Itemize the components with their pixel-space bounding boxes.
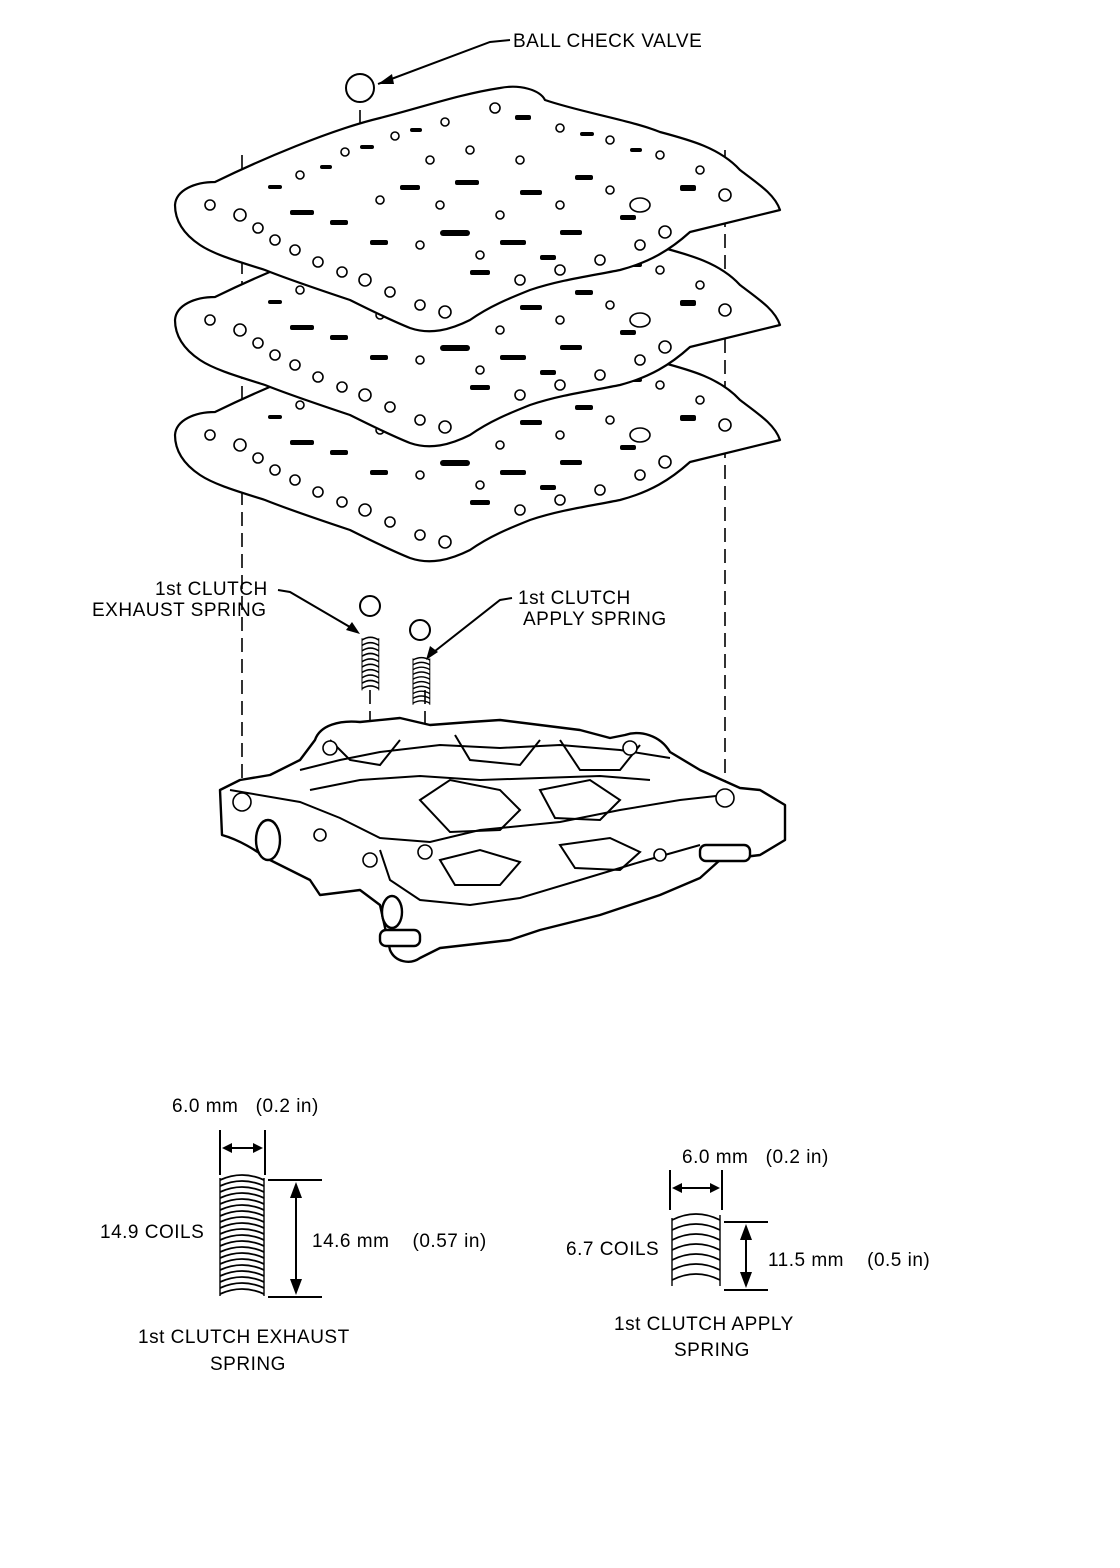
apply-spring-length: 11.5 mm (0.5 in) <box>768 1250 930 1271</box>
exhaust-spring-coils: 14.9 COILS <box>100 1222 204 1243</box>
apply-spring-diameter: 6.0 mm (0.2 in) <box>682 1147 829 1168</box>
ball-check-valve <box>345 39 511 103</box>
apply-spring-spec <box>669 1170 768 1291</box>
exhaust-spring-caption-line2: SPRING <box>210 1354 286 1375</box>
exhaust-spring-spec <box>219 1130 322 1298</box>
apply-spring-coil-drawing <box>671 1213 721 1286</box>
ball-check-valve-label: BALL CHECK VALVE <box>513 31 702 52</box>
apply-spring-caption-line2: SPRING <box>674 1340 750 1361</box>
exhaust-spring-diameter: 6.0 mm (0.2 in) <box>172 1096 319 1117</box>
apply-spring-coils: 6.7 COILS <box>566 1239 659 1260</box>
apply-spring-label-line2: APPLY SPRING <box>523 609 667 630</box>
exhaust-spring-assembly <box>277 589 381 692</box>
apply-spring-label-line1: 1st CLUTCH <box>518 588 631 609</box>
exhaust-spring-label-line1: 1st CLUTCH <box>155 579 268 600</box>
apply-spring-caption-line1: 1st CLUTCH APPLY <box>614 1314 794 1335</box>
exhaust-spring-caption-line1: 1st CLUTCH EXHAUST <box>138 1327 350 1348</box>
exhaust-spring-label-line2: EXHAUST SPRING <box>92 600 267 621</box>
exhaust-spring-length: 14.6 mm (0.57 in) <box>312 1231 487 1252</box>
valve-body <box>218 716 787 963</box>
exhaust-spring-coil-drawing <box>219 1174 265 1296</box>
apply-spring-assembly <box>409 597 513 706</box>
